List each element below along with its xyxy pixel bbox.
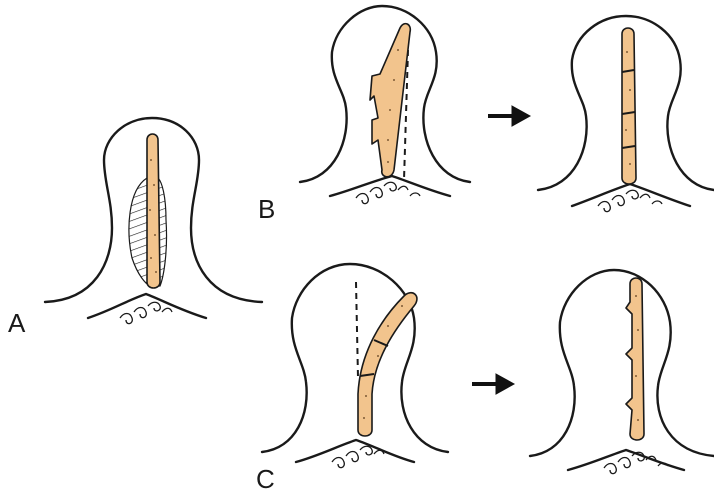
upper-lip-c1	[296, 440, 414, 462]
cartilage-graft-c1	[358, 293, 417, 436]
panel-label-a: A	[8, 308, 26, 338]
upper-lip-a	[88, 294, 206, 318]
upper-lip-b2	[572, 184, 690, 206]
nose-outline-c2	[530, 270, 714, 456]
philtrum-scribble-a	[120, 302, 172, 323]
arrow-b	[488, 106, 530, 126]
cartilage-graft-b2	[622, 28, 636, 184]
panel-b-after	[538, 16, 714, 212]
panel-c-after	[530, 270, 714, 474]
upper-lip-b1	[330, 176, 450, 196]
arrow-c	[472, 374, 514, 394]
panel-label-b: B	[258, 194, 275, 224]
panel-c-before: C	[256, 264, 448, 494]
panel-a: A	[8, 118, 262, 338]
dashed-guide-c	[356, 282, 358, 378]
nose-outline-c1	[262, 264, 448, 452]
panel-label-c: C	[256, 464, 275, 494]
cartilage-graft-c2	[626, 278, 644, 440]
cartilage-graft-a	[147, 134, 160, 288]
panel-b-before: B	[258, 6, 470, 224]
philtrum-scribble-c1	[332, 446, 384, 467]
